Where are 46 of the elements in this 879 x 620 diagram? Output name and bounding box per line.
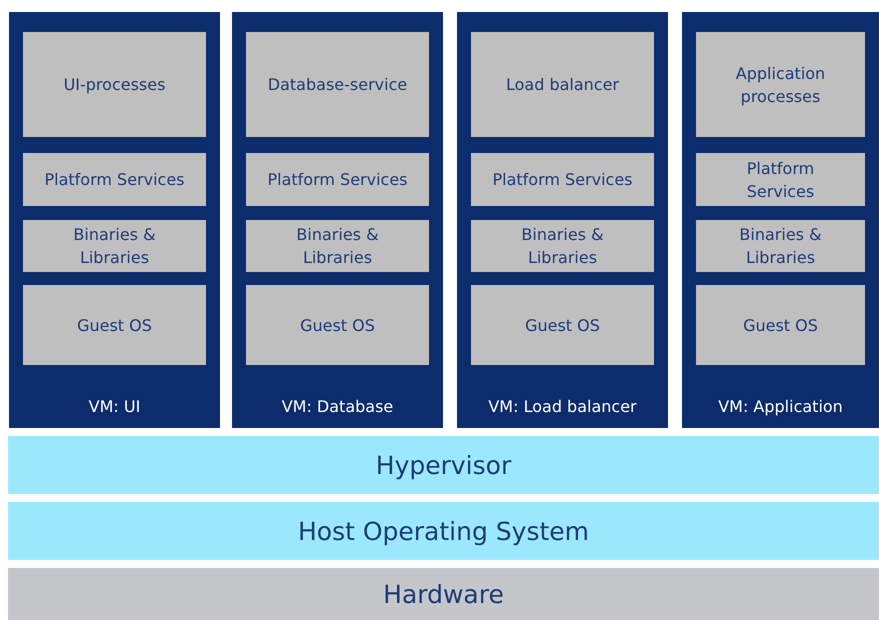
layer-label: Platform Services <box>746 158 816 202</box>
vm-label: VM: Load balancer <box>487 397 638 416</box>
layer-label: Hypervisor <box>376 450 512 480</box>
vm-label: VM: UI <box>88 397 142 416</box>
vm-label: VM: Database <box>280 397 394 416</box>
layer-box <box>23 285 206 365</box>
layer-label: Platform Services <box>267 169 408 191</box>
layer-box <box>23 153 206 206</box>
layer-label: Guest OS <box>525 314 600 336</box>
layer-box <box>696 153 865 206</box>
layer-label: Guest OS <box>300 314 375 336</box>
vm-label: VM: Application <box>717 397 844 416</box>
layer-box <box>696 220 865 272</box>
layer-label: Host Operating System <box>298 516 590 546</box>
layer-box <box>246 32 429 137</box>
layer-box <box>696 32 865 137</box>
layer-box <box>471 285 654 365</box>
vm-panel <box>9 12 220 428</box>
layer-box <box>23 32 206 137</box>
vm-panel <box>457 12 668 428</box>
layer-box <box>696 285 865 365</box>
layer-label: UI-processes <box>64 74 166 96</box>
vm-panel <box>682 12 879 428</box>
layer-box <box>246 220 429 272</box>
layer-label: Binaries & Libraries <box>738 224 823 269</box>
layer-band <box>8 568 879 620</box>
layer-label: Binaries & Libraries <box>295 224 380 269</box>
layer-label: Guest OS <box>77 314 152 336</box>
layer-label: Binaries & Libraries <box>520 224 605 269</box>
layer-label: Platform Services <box>492 169 633 191</box>
layer-box <box>246 153 429 206</box>
layer-band <box>8 436 879 494</box>
layer-label: Hardware <box>383 580 504 608</box>
layer-label: Binaries & Libraries <box>72 224 157 269</box>
layer-label: Application processes <box>734 62 826 108</box>
layer-label: Load balancer <box>506 74 620 96</box>
layer-label: Platform Services <box>44 169 185 191</box>
layer-box <box>246 285 429 365</box>
layer-label: Guest OS <box>743 314 818 336</box>
layer-band <box>8 502 879 560</box>
layer-box <box>471 32 654 137</box>
layer-box <box>471 220 654 272</box>
vm-panel <box>232 12 443 428</box>
layer-box <box>471 153 654 206</box>
layer-box <box>23 220 206 272</box>
layer-label: Database-service <box>268 74 408 96</box>
